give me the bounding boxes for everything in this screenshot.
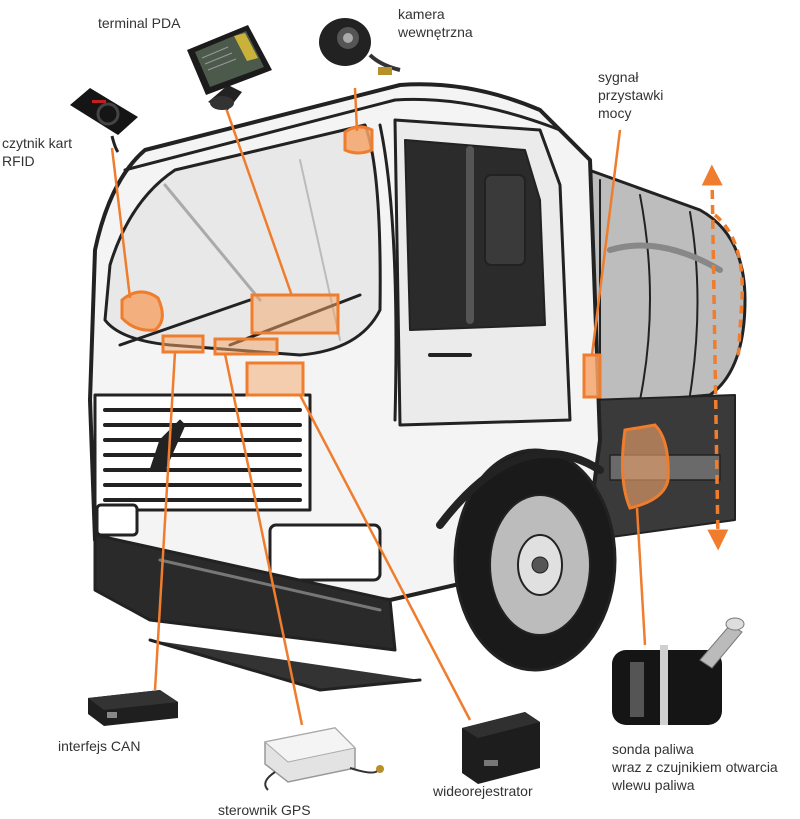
vertical-arrow-icon xyxy=(701,164,745,551)
dvr-leader xyxy=(298,394,472,721)
fuel-label-line: wraz z czujnikiem otwarcia xyxy=(612,759,778,775)
headlight-left xyxy=(95,503,139,537)
grille xyxy=(93,393,312,512)
pda-location-highlight xyxy=(250,293,340,335)
pto-location-highlight xyxy=(582,353,602,399)
camera-label-line: wewnętrzna xyxy=(398,24,473,40)
gps-leader xyxy=(223,353,304,726)
rfid-leader xyxy=(110,147,132,299)
rfid-location-highlight xyxy=(120,290,164,332)
fuel-leader xyxy=(635,507,647,646)
camera-label: kamera wewnętrzna xyxy=(398,5,473,41)
fuel-label: sonda paliwa wraz z czujnikiem otwarcia … xyxy=(612,740,778,794)
headlight-right xyxy=(268,523,382,582)
pto-label-line: sygnał xyxy=(598,69,639,85)
fuel-probe-icon xyxy=(612,617,745,725)
grille-emblem xyxy=(149,419,186,471)
camera-location-highlight xyxy=(343,125,374,155)
can-leader xyxy=(153,351,177,691)
can-location-highlight xyxy=(161,334,205,354)
device-location-highlights xyxy=(120,125,670,510)
pto-label-line: mocy xyxy=(598,105,632,121)
gps-module-icon xyxy=(263,727,384,791)
dvr-location-highlight xyxy=(245,361,305,397)
gps-label: sterownik GPS xyxy=(218,802,311,818)
rfid-label-line: czytnik kart xyxy=(2,135,73,151)
leader-lines xyxy=(110,87,647,726)
dvr-label: wideorejestrator xyxy=(433,783,533,799)
fuel-location-highlight xyxy=(620,423,670,510)
pda-label: terminal PDA xyxy=(98,15,181,31)
can-interface-icon xyxy=(88,690,178,726)
rfid-label: czytnik kart RFID xyxy=(2,134,72,170)
dvr-icon xyxy=(462,712,540,784)
pto-leader xyxy=(590,129,622,356)
fuel-label-line: sonda paliwa xyxy=(612,741,694,757)
rfid-label-line: RFID xyxy=(2,153,35,169)
pda-terminal-icon xyxy=(187,25,272,110)
truck xyxy=(88,82,747,692)
camera-label-line: kamera xyxy=(398,6,445,22)
pto-label: sygnał przystawki mocy xyxy=(598,68,663,122)
can-label: interfejs CAN xyxy=(58,738,141,754)
dome-camera-icon xyxy=(319,18,401,75)
fuel-label-line: wlewu paliwa xyxy=(612,777,695,793)
camera-leader xyxy=(353,87,359,132)
pto-label-line: przystawki xyxy=(598,87,664,103)
pda-leader xyxy=(224,107,294,297)
front-wheel xyxy=(453,448,617,672)
gps-location-highlight xyxy=(213,337,279,356)
rfid-reader-icon xyxy=(70,88,138,153)
